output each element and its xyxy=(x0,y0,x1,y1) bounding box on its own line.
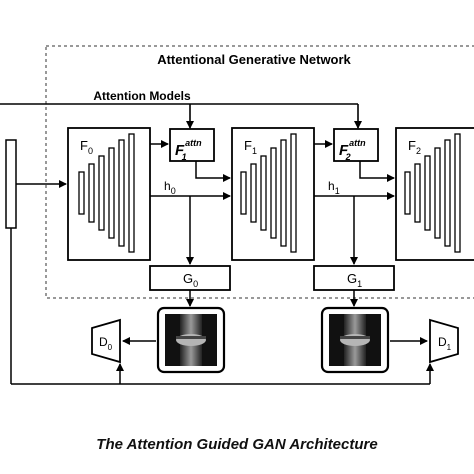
discriminator-d0-label: D0 xyxy=(99,335,113,352)
generated-image-1 xyxy=(320,306,390,374)
attn2-to-f2-arrow xyxy=(359,161,395,182)
discriminator-d1-label: D1 xyxy=(438,335,452,352)
attention-models-label: Attention Models xyxy=(93,89,191,103)
stage-f1-block xyxy=(231,127,315,261)
network-boundary xyxy=(45,45,474,299)
generator-g1-label: G1 xyxy=(347,271,362,289)
stage-f0-label: F0 xyxy=(80,138,93,156)
generated-image-0 xyxy=(156,306,226,374)
stage-f0-block xyxy=(67,127,151,261)
figure-caption: The Attention Guided GAN Architecture xyxy=(96,436,378,453)
h1-label: h1 xyxy=(328,179,340,196)
stage-f2-label: F2 xyxy=(408,138,421,156)
stage-f1-label: F1 xyxy=(244,138,257,156)
discriminator-d1 xyxy=(429,318,459,364)
network-title: Attentional Generative Network xyxy=(157,52,351,67)
stage-f2-block xyxy=(395,127,474,261)
input-encoder-bar xyxy=(5,139,17,229)
discriminator-d0 xyxy=(91,318,121,364)
attention-block-1 xyxy=(169,128,215,162)
attn1-to-f1-arrow xyxy=(195,161,231,182)
h0-label: h0 xyxy=(164,179,176,196)
attention-block-2 xyxy=(333,128,379,162)
generator-g0-label: G0 xyxy=(183,271,198,289)
